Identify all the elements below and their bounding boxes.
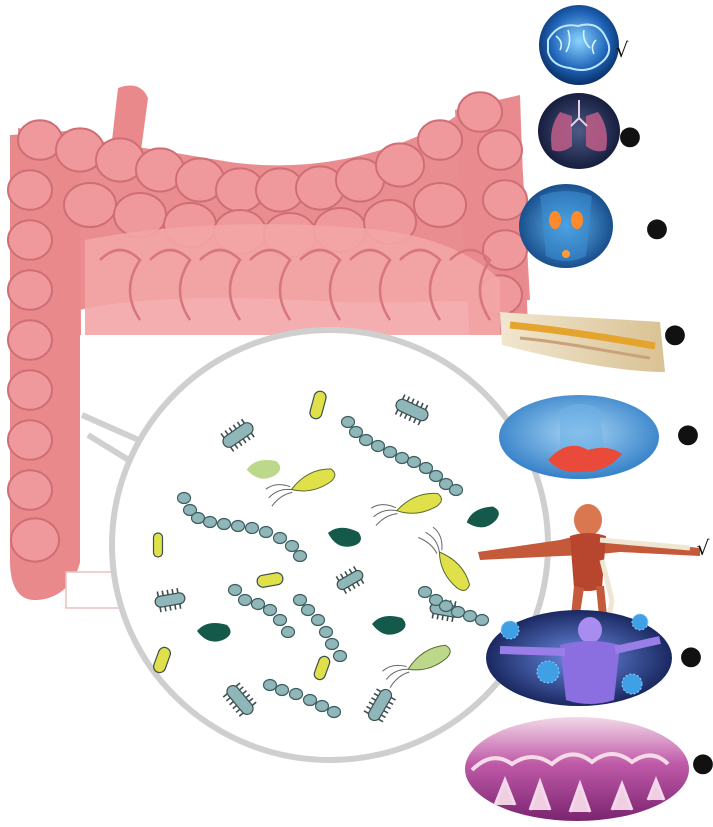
kidneys-icon — [519, 184, 613, 268]
rod-bacterium — [154, 533, 163, 557]
bone-marker: ● — [664, 319, 687, 349]
liver-marker: ● — [677, 419, 700, 449]
brain-icon — [539, 5, 619, 85]
liver-icon — [499, 395, 659, 479]
lungs-marker: ● — [619, 121, 642, 151]
kidneys-marker: ● — [646, 213, 669, 243]
immune-system-icon — [486, 610, 672, 706]
skin-tissue-icon — [465, 717, 689, 821]
lungs-icon — [538, 93, 620, 169]
muscle-skeleton-marker: √ — [697, 536, 710, 560]
brain-marker: √ — [616, 38, 629, 62]
immune-system-marker: ● — [680, 641, 703, 671]
skin-tissue-marker: ● — [692, 748, 713, 778]
